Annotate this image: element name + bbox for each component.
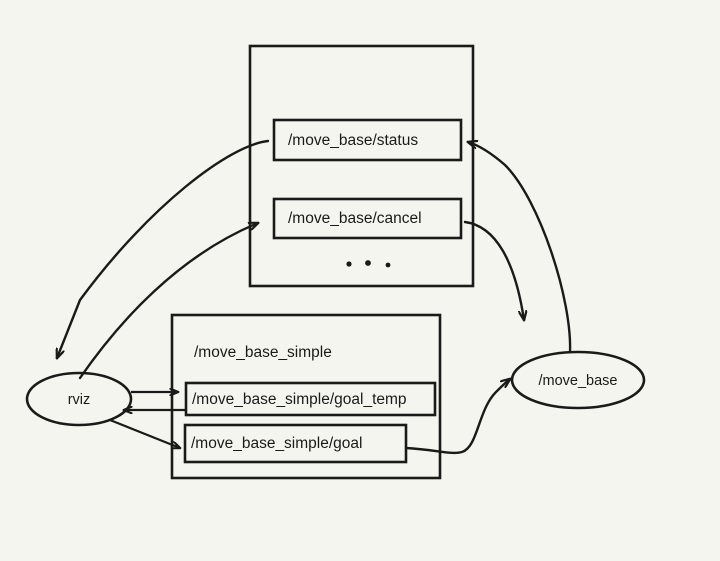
topic-box-goal[interactable] <box>183 423 408 464</box>
node-label-move-base: /move_base <box>539 373 618 389</box>
node-ellipse-move-base[interactable] <box>510 350 646 410</box>
namespace-group-move-base: /move_base/status /move_base/cancel <box>248 44 475 288</box>
topic-node-goal-temp[interactable]: /move_base_simple/goal_temp <box>184 381 437 417</box>
edge-status-to-rviz <box>57 139 270 358</box>
topic-box-cancel[interactable] <box>272 197 463 240</box>
edge-cancel-to-move-base <box>463 220 524 320</box>
node-move-base[interactable]: /move_base <box>510 350 646 410</box>
namespace-box-move-base <box>248 44 475 288</box>
topic-label-cancel: /move_base/cancel <box>288 210 422 227</box>
edge-move-base-to-status <box>468 142 572 354</box>
topic-box-goal-temp[interactable] <box>184 381 437 417</box>
topic-box-status[interactable] <box>272 118 463 162</box>
topic-node-move-base-cancel[interactable]: /move_base/cancel <box>272 197 463 240</box>
topic-node-goal[interactable]: /move_base_simple/goal <box>183 423 408 464</box>
edge-goal-to-move-base <box>404 379 510 455</box>
node-label-rviz: rviz <box>68 392 91 408</box>
namespace-group-move-base-simple: /move_base_simple /move_base_simple/goal… <box>170 313 442 480</box>
ellipsis-indicator <box>346 260 391 268</box>
namespace-box-move-base-simple <box>170 313 442 480</box>
topic-label-goal-temp: /move_base_simple/goal_temp <box>192 391 407 408</box>
edge-rviz-to-goal <box>109 418 180 448</box>
edge-rviz-to-cancel <box>78 223 258 380</box>
topic-node-move-base-status[interactable]: /move_base/status <box>272 118 463 162</box>
namespace-label-move-base-simple: /move_base_simple <box>194 344 332 361</box>
node-ellipse-rviz[interactable] <box>25 371 133 427</box>
node-rviz[interactable]: rviz <box>25 371 133 427</box>
topic-label-goal: /move_base_simple/goal <box>191 435 362 452</box>
topic-label-status: /move_base/status <box>288 132 418 149</box>
